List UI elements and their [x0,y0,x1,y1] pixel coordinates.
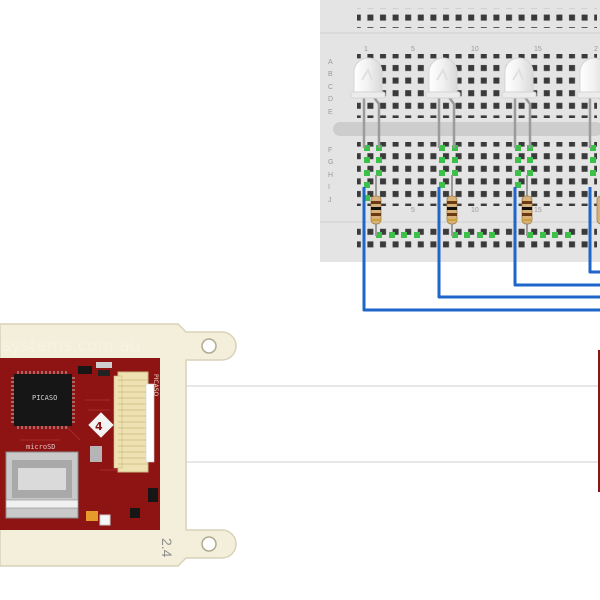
row-label-a: A [328,59,333,66]
fpc-connector [113,371,155,473]
svg-text:4: 4 [95,420,103,433]
module-website-label: systems.com.au [2,336,141,356]
led-2[interactable] [425,57,461,148]
led-smd [99,514,111,526]
wire-1 [362,187,600,312]
col-label-10: 10 [471,46,479,53]
picaso-chip: PICASO [11,371,75,429]
led-4[interactable] [576,57,600,148]
col-label-bottom-15: 15 [534,207,542,214]
wire-3 [513,187,600,287]
col-label-20: 2 [594,46,598,53]
mounting-hole-top [201,338,217,354]
led-3[interactable] [501,57,537,148]
breadboard: A B C D E F G H I J 1 5 10 15 2 5 10 15 [320,0,600,262]
microsd-label: microSD [26,443,56,451]
row-label-j: J [328,197,332,204]
breadboard-column-labels: 1 5 10 15 2 5 10 15 [364,46,598,214]
breadboard-row-labels: A B C D E F G H I J [328,59,333,204]
component-top [78,366,92,374]
row-label-c: C [328,84,333,91]
col-label-15: 15 [534,46,542,53]
capacitor [86,511,98,521]
row-label-g: G [328,159,333,166]
row-label-b: B [328,71,333,78]
col-label-bottom-5: 5 [411,207,415,214]
row-label-d: D [328,96,333,103]
row-label-e: E [328,109,333,116]
component-middle [90,446,102,462]
resistor-1[interactable] [370,175,382,236]
row-label-h: H [328,172,333,179]
resistor-3[interactable] [521,175,533,236]
col-label-1: 1 [364,46,368,53]
display-module: systems.com.au PICASO 4 [0,323,237,567]
logo-icon: 4 [88,412,114,438]
blue-wires [362,187,600,312]
led-1[interactable] [350,57,386,148]
wire-2 [437,187,600,299]
col-label-bottom-10: 10 [471,207,479,214]
wire-4 [588,187,600,274]
resistor-2[interactable] [446,175,458,236]
resistor-4[interactable] [596,175,600,236]
microsd-slot: microSD [5,443,79,519]
module-side-label: PICASO [152,374,159,396]
module-version-label: 2.4 [159,538,175,558]
row-label-f: F [328,147,332,154]
chip-label: PICASO [32,394,57,402]
ribbon-cable [119,350,600,492]
col-label-5: 5 [411,46,415,53]
row-label-i: I [328,184,330,191]
mounting-hole-bottom [201,536,217,552]
